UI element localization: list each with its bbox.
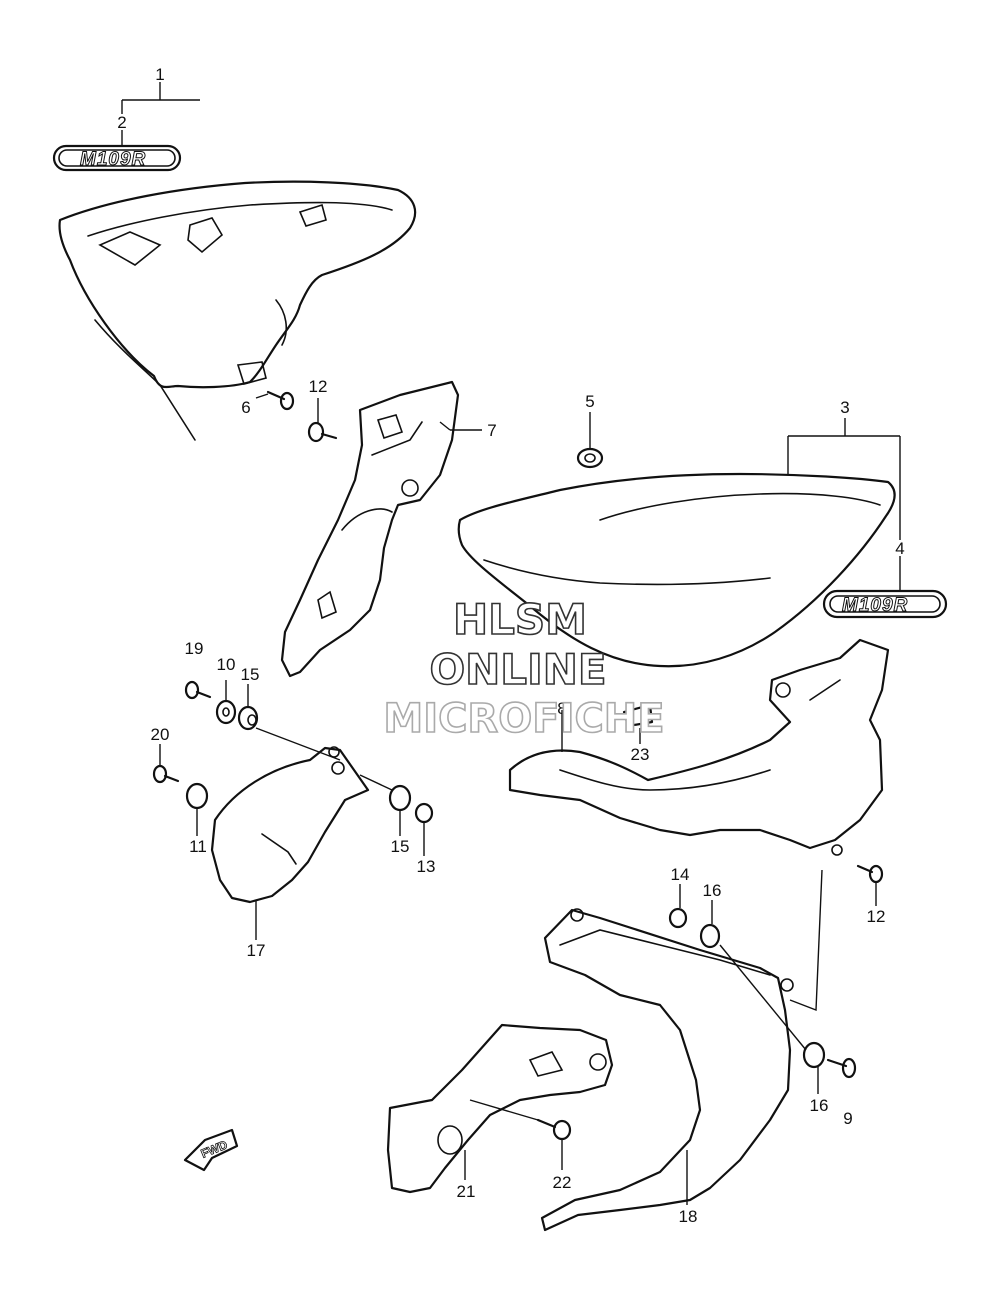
callout-20: 20: [151, 725, 170, 744]
callout-22: 22: [553, 1173, 572, 1192]
callout-11: 11: [189, 837, 207, 856]
bolt-part-12-right: [856, 864, 884, 884]
collar-part-13: [414, 802, 434, 824]
callout-15-bottom: 15: [391, 837, 410, 856]
callout-9: 9: [843, 1109, 852, 1128]
forward-arrow-icon: FWD: [183, 1128, 239, 1172]
emblem-text-top: M109R: [80, 149, 146, 170]
collar-part-14: [668, 907, 688, 929]
washer-part-10: [215, 699, 237, 725]
emblem-badge-right: M109R: [822, 589, 948, 619]
lower-cover-part-17: [210, 746, 370, 904]
bolt-part-12-top: [307, 421, 338, 443]
bolt-part-19: [184, 680, 212, 700]
watermark-line-3: MICROFICHE: [383, 696, 664, 742]
emblem-badge-top: M109R: [52, 144, 182, 172]
callout-2: 2: [117, 113, 126, 132]
callout-23: 23: [631, 745, 650, 764]
bracket-part-21: [386, 1023, 614, 1194]
callout-16-bottom: 16: [810, 1096, 829, 1115]
grommet-part-23: [622, 703, 654, 728]
callout-18: 18: [679, 1207, 698, 1226]
bracket-part-18: [540, 908, 794, 1232]
callout-17: 17: [247, 941, 266, 960]
callout-19: 19: [185, 639, 204, 658]
grommet-part-5: [576, 447, 604, 469]
bracket-part-7: [280, 380, 460, 678]
watermark: HLSM ONLINE MICROFICHE: [383, 594, 666, 743]
callout-16-top: 16: [703, 881, 722, 900]
bolt-part-22: [536, 1118, 572, 1141]
side-cover-part-3: [457, 472, 896, 668]
watermark-line-1: HLSM: [453, 595, 587, 644]
grommet-part-11: [185, 782, 209, 810]
frame-cover-part-8: [508, 638, 890, 856]
bolt-part-20: [152, 764, 180, 784]
callout-12-right: 12: [867, 907, 886, 926]
leader-lines: [121, 82, 901, 1205]
watermark-line-2: ONLINE: [429, 645, 606, 694]
callout-10: 10: [217, 655, 236, 674]
screw-part-6: [266, 390, 295, 411]
grommet-part-15-top: [237, 705, 259, 731]
callout-5: 5: [585, 392, 594, 411]
emblem-text-right: M109R: [842, 595, 908, 616]
callout-7: 7: [487, 421, 496, 440]
callout-8: 8: [557, 699, 566, 718]
callout-4: 4: [895, 539, 904, 558]
grommet-part-15-bottom: [388, 784, 412, 812]
grommet-part-16-top: [699, 923, 721, 949]
tail-cowl-part: [58, 180, 417, 441]
grommet-part-16-bottom: [802, 1041, 826, 1069]
callout-14: 14: [671, 865, 690, 884]
callout-1: 1: [155, 65, 164, 84]
callout-12-top: 12: [309, 377, 328, 396]
callout-13: 13: [417, 857, 436, 876]
callout-21: 21: [457, 1182, 476, 1201]
callout-3: 3: [840, 398, 849, 417]
bolt-part-9: [826, 1057, 857, 1079]
callout-15-top: 15: [241, 665, 260, 684]
callout-labels: 1 2 3 4 5 6 7 8 9 10 11 12 12 13 14 15 1…: [117, 65, 904, 1226]
callout-6: 6: [241, 398, 250, 417]
